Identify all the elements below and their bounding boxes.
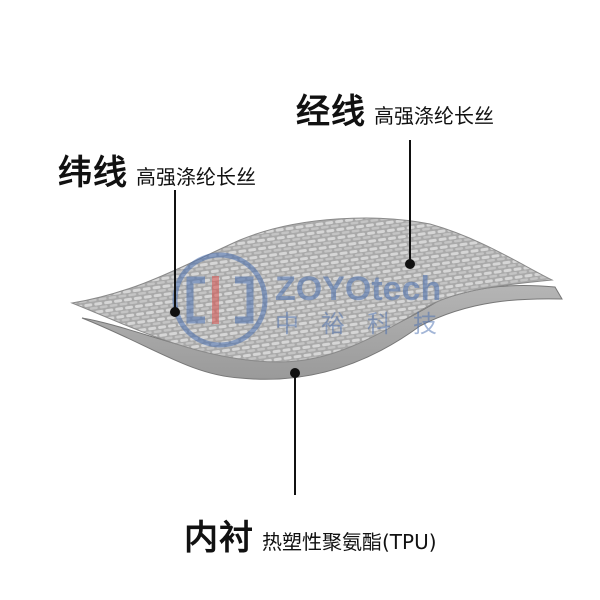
woven-fabric-layer <box>70 217 554 363</box>
watermark-brand: ZOYOtech <box>275 270 441 308</box>
warp-desc: 高强涤纶长丝 <box>374 104 494 128</box>
lining-leader-dot <box>290 368 300 378</box>
warp-leader-dot <box>405 259 415 269</box>
weft-title: 纬线 <box>58 153 128 193</box>
weft-label: 纬线高强涤纶长丝 <box>58 145 256 194</box>
lining-title: 内衬 <box>184 518 254 558</box>
weft-desc: 高强涤纶长丝 <box>136 165 256 189</box>
weft-leader-dot <box>170 307 180 317</box>
lining-label: 内衬热塑性聚氨酯(TPU) <box>184 510 437 559</box>
warp-title: 经线 <box>296 92 366 132</box>
lining-desc: 热塑性聚氨酯(TPU) <box>262 530 437 554</box>
watermark-cn: 中裕科技 <box>275 310 459 338</box>
warp-label: 经线高强涤纶长丝 <box>296 84 494 133</box>
